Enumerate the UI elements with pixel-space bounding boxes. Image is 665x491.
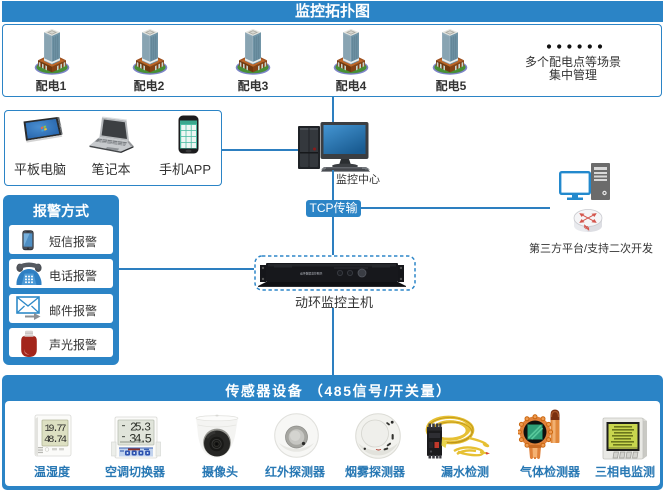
svg-text:25.3: 25.3 xyxy=(130,422,151,435)
svg-text:19.77: 19.77 xyxy=(45,424,67,435)
svg-text:48.74: 48.74 xyxy=(44,434,67,446)
svg-text:34.5: 34.5 xyxy=(129,433,152,447)
svg-text:动环数据监控网关: 动环数据监控网关 xyxy=(300,271,323,275)
